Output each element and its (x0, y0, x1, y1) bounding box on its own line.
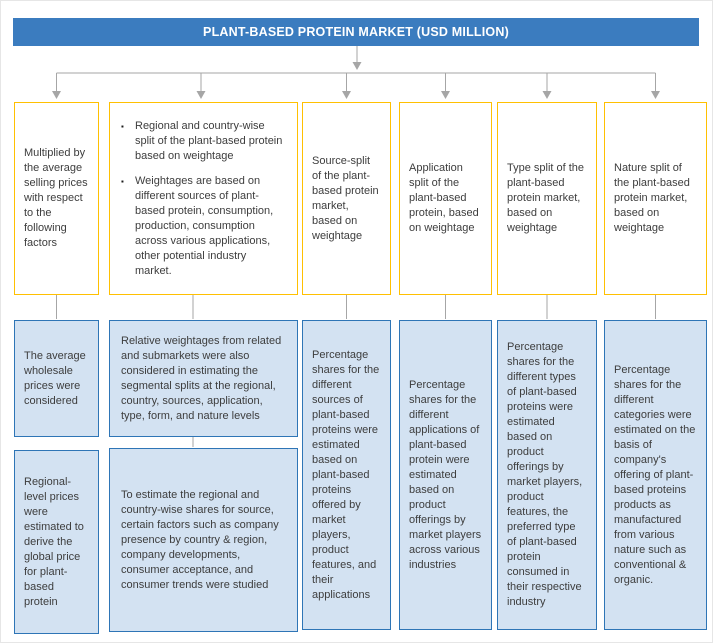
info-box-application-shares: Percentage shares for the different appl… (399, 320, 492, 630)
top-box-nature-split: Nature split of the plant-based protein … (604, 102, 707, 295)
info-box-category-shares-text: Percentage shares for the different cate… (614, 363, 696, 586)
top-box-pricing-factors-text: Multiplied by the average selling prices… (24, 147, 88, 249)
diagram-title-bar: PLANT-BASED PROTEIN MARKET (USD MILLION) (13, 18, 699, 46)
top-box-type-split-text: Type split of the plant-based protein ma… (507, 162, 585, 234)
top-box-source-split: Source-split of the plant-based protein … (302, 102, 391, 295)
info-box-source-shares: Percentage shares for the different sour… (302, 320, 391, 630)
bullet-square-icon: ▪ (121, 121, 124, 131)
info-box-category-shares: Percentage shares for the different cate… (604, 320, 707, 630)
info-box-regional-prices-text: Regional-level prices were estimated to … (24, 475, 84, 608)
info-box-type-shares-text: Percentage shares for the different type… (507, 341, 583, 608)
info-box-relative-weightages-text: Relative weightages from related and sub… (121, 334, 282, 422)
info-box-source-shares-text: Percentage shares for the different sour… (312, 348, 380, 601)
top-box-source-split-text: Source-split of the plant-based protein … (312, 154, 379, 242)
top-box-application-split-text: Application split of the plant-based pro… (409, 162, 479, 234)
info-box-type-shares: Percentage shares for the different type… (497, 320, 597, 630)
info-box-application-shares-text: Percentage shares for the different appl… (409, 378, 482, 571)
bullet-item: ▪ Weightages are based on different sour… (121, 174, 286, 279)
diagram-title: PLANT-BASED PROTEIN MARKET (USD MILLION) (203, 25, 509, 39)
info-box-wholesale-prices: The average wholesale prices were consid… (14, 320, 99, 437)
info-box-country-wise-shares-text: To estimate the regional and country-wis… (121, 488, 279, 591)
top-box-pricing-factors: Multiplied by the average selling prices… (14, 102, 99, 295)
top-box-regional-split: ▪ Regional and country-wise split of the… (109, 102, 298, 295)
info-box-wholesale-prices-text: The average wholesale prices were consid… (24, 349, 86, 407)
info-box-relative-weightages: Relative weightages from related and sub… (109, 320, 298, 437)
bullet-text: Regional and country-wise split of the p… (135, 119, 283, 162)
info-box-country-wise-shares: To estimate the regional and country-wis… (109, 448, 298, 632)
bullet-text: Weightages are based on different source… (135, 174, 274, 277)
top-box-nature-split-text: Nature split of the plant-based protein … (614, 162, 690, 234)
bullet-square-icon: ▪ (121, 176, 124, 186)
top-box-application-split: Application split of the plant-based pro… (399, 102, 492, 295)
info-box-regional-prices: Regional-level prices were estimated to … (14, 450, 99, 634)
top-box-type-split: Type split of the plant-based protein ma… (497, 102, 597, 295)
bullet-item: ▪ Regional and country-wise split of the… (121, 119, 286, 164)
